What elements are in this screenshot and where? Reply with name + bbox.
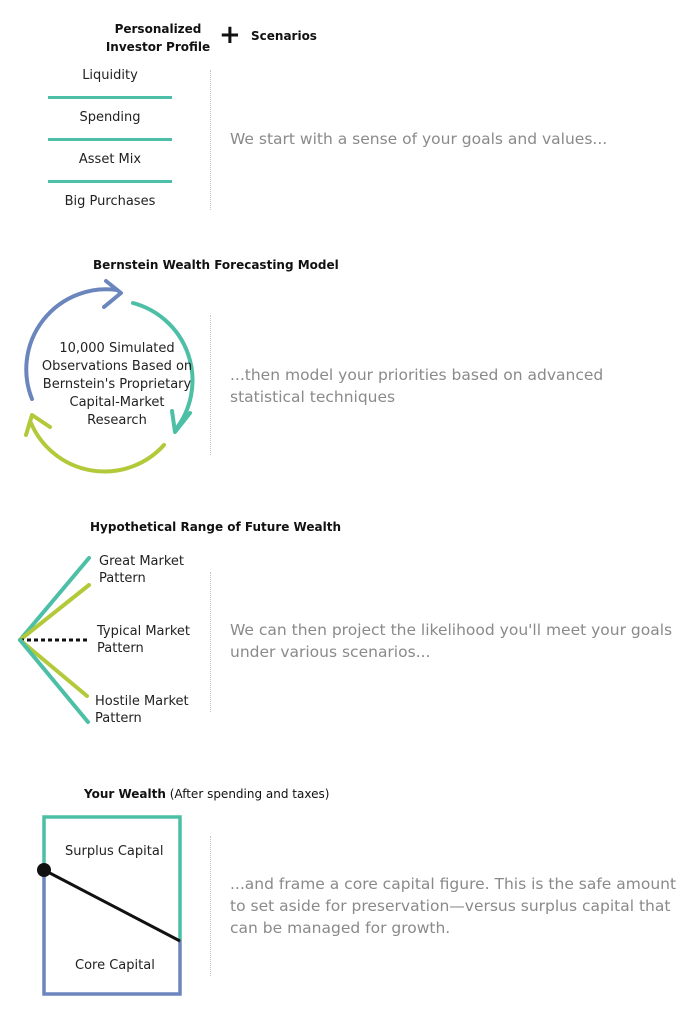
section2-divider <box>210 315 211 455</box>
surplus-capital-outline <box>42 815 182 940</box>
great-pattern-line-teal <box>18 556 91 642</box>
profile-item-liquidity: Liquidity <box>82 68 138 83</box>
section2-caption: ...then model your priorities based on a… <box>230 364 603 408</box>
section4-caption-line3: can be managed for growth. <box>230 919 451 937</box>
your-wealth-heading: Your Wealth (After spending and taxes) <box>84 787 329 801</box>
cycle-diagram <box>24 279 195 474</box>
section4-divider <box>210 836 211 976</box>
section3-divider <box>210 572 211 712</box>
scenarios-label: Scenarios <box>251 29 317 43</box>
investor-profile-heading-line2: Investor Profile <box>105 40 211 54</box>
forecasting-model-heading: Bernstein Wealth Forecasting Model <box>93 258 339 272</box>
investor-profile-heading: Personalized Investor Profile <box>100 20 216 56</box>
great-pattern-line-lime <box>18 583 91 642</box>
cycle-arrow-lime <box>24 413 52 437</box>
great-pattern-label: Great Market Pattern <box>99 553 184 587</box>
cycle-text-line3: Bernstein's Proprietary <box>42 377 192 392</box>
cycle-text-line5: Research <box>87 413 147 428</box>
section1-divider <box>210 70 211 210</box>
cycle-text-line1: 10,000 Simulated <box>59 341 175 356</box>
section2-caption-line1: ...then model your priorities based on a… <box>230 366 604 384</box>
capital-split-diagram <box>37 815 182 996</box>
cycle-text: 10,000 Simulated Observations Based on B… <box>32 340 202 430</box>
core-capital-outline <box>42 870 182 996</box>
cycle-arc-teal <box>131 301 195 431</box>
profile-item-big-purchases: Big Purchases <box>64 194 156 209</box>
cycle-arrow-blue <box>102 279 123 309</box>
core-capital-point <box>37 863 51 877</box>
cycle-arc-blue <box>24 287 119 401</box>
plus-icon: + <box>219 20 241 50</box>
profile-item-asset-mix: Asset Mix <box>78 152 142 167</box>
hostile-pattern-label-line2: Pattern <box>95 711 142 726</box>
hostile-pattern-label: Hostile Market Pattern <box>95 693 189 727</box>
typical-pattern-label-line2: Pattern <box>97 641 144 656</box>
cycle-text-line2: Observations Based on <box>41 359 193 374</box>
section4-caption: ...and frame a core capital figure. This… <box>230 873 676 939</box>
cycle-arrow-teal <box>170 409 192 434</box>
typical-pattern-label-line1: Typical Market <box>97 624 191 639</box>
wealth-range-diagram <box>18 556 91 724</box>
future-wealth-heading: Hypothetical Range of Future Wealth <box>90 520 341 534</box>
hostile-pattern-line-lime <box>18 638 89 698</box>
profile-divider-1 <box>48 96 172 99</box>
cycle-arc-lime <box>29 421 166 474</box>
cycle-text-line4: Capital-Market <box>69 395 165 410</box>
surplus-capital-label: Surplus Capital <box>65 844 164 859</box>
hostile-pattern-line-teal <box>18 638 90 724</box>
section3-caption: We can then project the likelihood you'l… <box>230 619 672 663</box>
profile-divider-2 <box>48 138 172 141</box>
great-pattern-label-line2: Pattern <box>99 571 146 586</box>
investor-profile-heading-line1: Personalized <box>114 22 202 36</box>
profile-divider-3 <box>48 180 172 183</box>
great-pattern-label-line1: Great Market <box>99 554 185 569</box>
core-capital-divider-line <box>43 868 181 943</box>
section2-caption-line2: statistical techniques <box>230 388 396 406</box>
section4-caption-line1: ...and frame a core capital figure. This… <box>230 875 677 893</box>
hostile-pattern-label-line1: Hostile Market <box>95 694 189 709</box>
your-wealth-heading-note: (After spending and taxes) <box>169 787 330 801</box>
typical-pattern-label: Typical Market Pattern <box>97 623 190 657</box>
section3-caption-line2: under various scenarios... <box>230 643 431 661</box>
section3-caption-line1: We can then project the likelihood you'l… <box>230 621 673 639</box>
section4-caption-line2: to set aside for preservation—versus sur… <box>230 897 671 915</box>
your-wealth-heading-bold: Your Wealth <box>84 787 166 801</box>
profile-item-spending: Spending <box>79 110 141 125</box>
core-capital-label: Core Capital <box>75 958 155 973</box>
section1-caption: We start with a sense of your goals and … <box>230 130 608 148</box>
